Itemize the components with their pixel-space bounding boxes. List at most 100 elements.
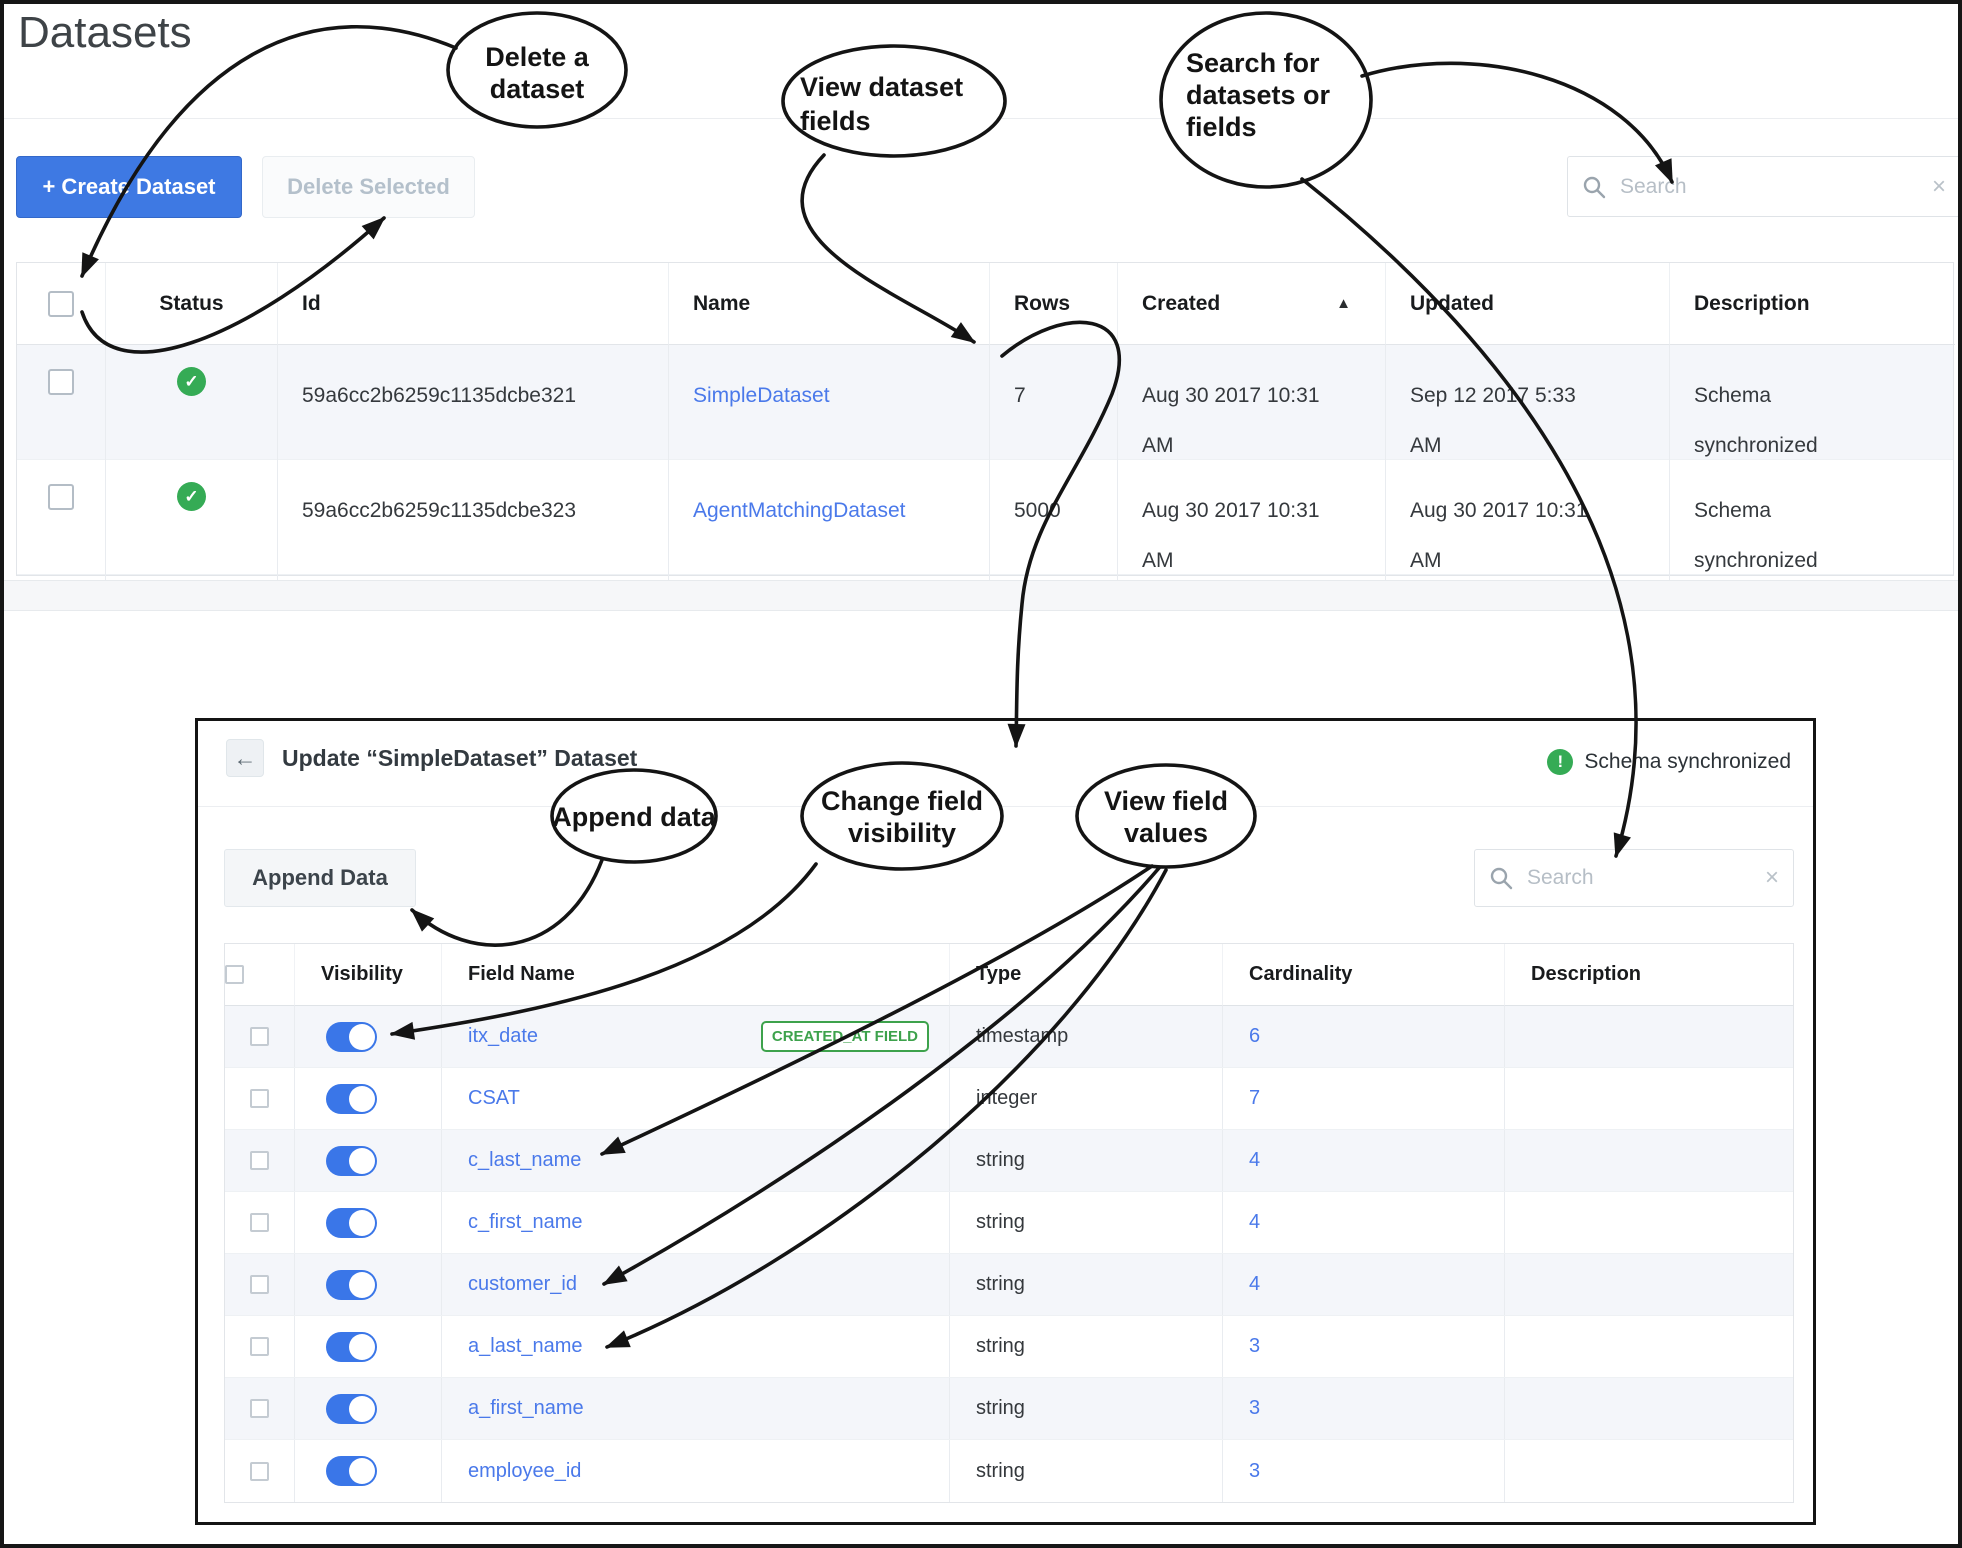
dataset-rows-count: 7 xyxy=(990,345,1118,471)
annotation-label: fields xyxy=(800,106,871,136)
row-checkbox[interactable] xyxy=(48,484,74,510)
schema-status-icon: ! xyxy=(1547,749,1574,775)
clear-search-icon[interactable]: × xyxy=(1764,864,1779,891)
cardinality-link[interactable]: 6 xyxy=(1249,1025,1261,1047)
field-name-link[interactable]: a_last_name xyxy=(468,1335,583,1357)
append-data-button[interactable]: Append Data xyxy=(224,849,416,907)
column-header-created[interactable]: Created▲ xyxy=(1118,263,1386,345)
field-description xyxy=(1505,1254,1793,1315)
update-dataset-panel: ← Update “SimpleDataset” Dataset ! Schem… xyxy=(195,718,1816,1525)
toggle-knob xyxy=(349,1147,375,1174)
field-name-link[interactable]: c_last_name xyxy=(468,1149,582,1171)
annotation-label: Search for xyxy=(1186,48,1320,78)
field-row: c_last_name string 4 xyxy=(225,1130,1793,1192)
back-arrow-icon: ← xyxy=(233,744,257,771)
datasets-table-body: ✓ 59a6cc2b6259c1135dcbe321 SimpleDataset… xyxy=(17,345,1953,586)
annotation-label: dataset xyxy=(490,74,585,104)
column-header-field-name: Field Name xyxy=(442,944,950,1006)
visibility-toggle[interactable] xyxy=(326,1456,377,1486)
column-header-name: Name xyxy=(669,263,990,345)
field-type: integer xyxy=(950,1068,1223,1129)
field-type: string xyxy=(950,1378,1223,1439)
toggle-knob xyxy=(349,1333,375,1360)
annotation-label: fields xyxy=(1186,112,1257,142)
field-checkbox[interactable] xyxy=(250,1089,269,1108)
field-checkbox[interactable] xyxy=(250,1027,269,1046)
delete-selected-button[interactable]: Delete Selected xyxy=(262,156,475,218)
toggle-knob xyxy=(349,1458,375,1484)
schema-status: ! Schema synchronized xyxy=(1547,749,1791,775)
column-header-rows: Rows xyxy=(990,263,1118,345)
field-checkbox[interactable] xyxy=(250,1399,269,1418)
field-checkbox[interactable] xyxy=(250,1275,269,1294)
cardinality-link[interactable]: 7 xyxy=(1249,1087,1261,1109)
back-button[interactable]: ← xyxy=(226,739,264,777)
cardinality-link[interactable]: 3 xyxy=(1249,1397,1261,1419)
toggle-knob xyxy=(349,1085,375,1112)
datasets-search-box[interactable]: × xyxy=(1567,156,1958,217)
field-description xyxy=(1505,1440,1793,1502)
visibility-toggle[interactable] xyxy=(326,1269,377,1300)
cardinality-link[interactable]: 4 xyxy=(1249,1273,1261,1295)
select-all-checkbox[interactable] xyxy=(48,290,74,317)
table-footer-bar xyxy=(4,580,1958,611)
field-type: timestamp xyxy=(950,1006,1223,1067)
fields-search-box[interactable]: × xyxy=(1474,849,1794,907)
create-dataset-button[interactable]: + Create Dataset xyxy=(16,156,242,218)
created-at-badge: CREATED_AT FIELD xyxy=(760,1021,929,1052)
column-header-status: Status xyxy=(106,263,278,345)
field-type: string xyxy=(950,1440,1223,1502)
toggle-knob xyxy=(349,1271,375,1298)
field-checkbox[interactable] xyxy=(250,1151,269,1170)
field-checkbox[interactable] xyxy=(250,1213,269,1232)
field-row: customer_id string 4 xyxy=(225,1254,1793,1316)
schema-status-text: Schema synchronized xyxy=(1584,750,1791,773)
search-input[interactable] xyxy=(1618,173,1920,200)
visibility-toggle[interactable] xyxy=(326,1083,377,1114)
dataset-name-link[interactable]: AgentMatchingDataset xyxy=(693,499,906,522)
dataset-id: 59a6cc2b6259c1135dcbe321 xyxy=(278,345,669,471)
field-name-link[interactable]: a_first_name xyxy=(468,1397,584,1419)
field-name-link[interactable]: itx_date xyxy=(468,1025,539,1047)
cardinality-link[interactable]: 4 xyxy=(1249,1211,1261,1233)
datasets-table-header: Status Id Name Rows Created▲ Updated Des… xyxy=(17,263,1955,345)
datasets-table: Status Id Name Rows Created▲ Updated Des… xyxy=(16,262,1955,586)
column-header-updated: Updated xyxy=(1386,263,1670,345)
cardinality-link[interactable]: 3 xyxy=(1249,1335,1261,1357)
field-description xyxy=(1505,1006,1793,1067)
select-all-fields-checkbox[interactable] xyxy=(225,965,244,984)
visibility-toggle[interactable] xyxy=(326,1207,377,1238)
dataset-name-link[interactable]: SimpleDataset xyxy=(693,384,830,407)
fields-search-input[interactable] xyxy=(1525,865,1753,891)
cardinality-link[interactable]: 3 xyxy=(1249,1459,1261,1482)
field-checkbox[interactable] xyxy=(250,1461,269,1481)
cardinality-link[interactable]: 4 xyxy=(1249,1149,1261,1171)
field-row: c_first_name string 4 xyxy=(225,1192,1793,1254)
clear-search-icon[interactable]: × xyxy=(1931,172,1946,200)
status-ok-icon: ✓ xyxy=(177,367,206,396)
field-description xyxy=(1505,1316,1793,1377)
field-name-link[interactable]: customer_id xyxy=(468,1273,577,1295)
field-type: string xyxy=(950,1130,1223,1191)
visibility-toggle[interactable] xyxy=(326,1021,377,1052)
annotation-ellipse-view-fields xyxy=(781,44,1007,158)
column-header-description: Description xyxy=(1505,944,1793,1006)
column-header-description: Description xyxy=(1670,263,1955,345)
column-header-type: Type xyxy=(950,944,1223,1006)
visibility-toggle[interactable] xyxy=(326,1331,377,1362)
field-name-link[interactable]: CSAT xyxy=(468,1087,520,1109)
table-row: ✓ 59a6cc2b6259c1135dcbe323 AgentMatching… xyxy=(17,460,1953,586)
field-name-link[interactable]: c_first_name xyxy=(468,1211,583,1233)
visibility-toggle[interactable] xyxy=(326,1393,377,1424)
row-checkbox[interactable] xyxy=(48,369,74,395)
field-description xyxy=(1505,1068,1793,1129)
visibility-toggle[interactable] xyxy=(326,1145,377,1176)
column-header-id: Id xyxy=(278,263,669,345)
field-name-link[interactable]: employee_id xyxy=(468,1459,582,1482)
field-checkbox[interactable] xyxy=(250,1337,269,1356)
